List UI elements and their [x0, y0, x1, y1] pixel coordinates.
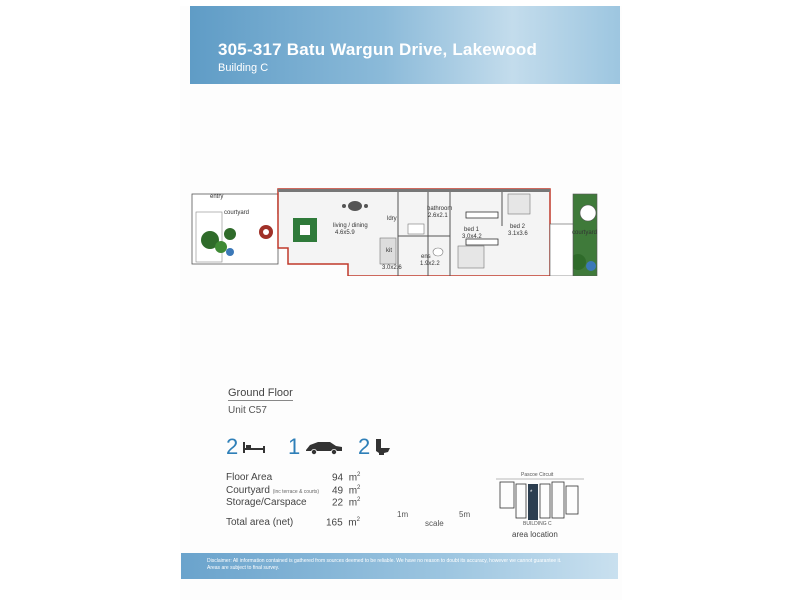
floor-area-row: Floor Area 94 m2 — [226, 472, 360, 483]
car-feature: 1 — [288, 434, 344, 460]
unit-number: Unit C57 — [228, 405, 267, 416]
plant-icon — [201, 231, 219, 249]
location-caption: area location — [512, 530, 558, 539]
plan-label-ens-dim: 1.9x2.2 — [420, 261, 440, 267]
courtyard-label: Courtyard — [226, 485, 270, 496]
storage-row: Storage/Carspace 22 m2 — [226, 497, 360, 508]
building-subtitle: Building C — [218, 62, 269, 74]
courtyard-right — [549, 193, 598, 276]
plan-label-entry: entry — [210, 194, 223, 200]
bedrooms-count: 2 — [226, 434, 239, 459]
disclaimer-bar: Disclaimer: All information contained is… — [181, 553, 618, 579]
floor-plan: entry courtyard living / dining 4.6x5.9 … — [191, 188, 598, 276]
total-area-value: 165 m2 — [326, 517, 360, 529]
scale-5m: 5m — [459, 510, 471, 519]
plan-label-bathroom-dim: 2.6x2.1 — [428, 213, 448, 219]
disclaimer-text-2: Areas are subject to final survey. — [207, 565, 280, 571]
plan-label-bed1: bed 1 — [464, 227, 480, 233]
toilet-icon — [376, 439, 391, 455]
floor-area-label: Floor Area — [226, 472, 273, 483]
storage-value: 22 m2 — [332, 497, 361, 509]
courtyard-note: (inc terrace & courts) — [272, 489, 320, 495]
courtyard-value: 49 m2 — [332, 485, 361, 497]
car-count: 1 — [288, 434, 301, 459]
header-banner: 305-317 Batu Wargun Drive, Lakewood Buil… — [190, 6, 620, 84]
storage-label: Storage/Carspace — [226, 497, 307, 508]
plan-label-bed1-dim: 3.0x4.2 — [462, 234, 482, 240]
plan-label-bed2: bed 2 — [510, 224, 526, 230]
bedrooms-feature: 2 — [226, 434, 266, 460]
plan-label-living-dim: 4.6x5.9 — [335, 230, 355, 236]
brochure-page — [180, 6, 622, 600]
location-map: * — [496, 478, 584, 520]
scale-1m: 1m — [397, 510, 409, 519]
floor-level: Ground Floor — [228, 387, 293, 401]
plan-label-ldry: ldry — [387, 216, 397, 222]
plan-label-courtyard-left: courtyard — [224, 210, 249, 216]
plan-label-kitchen: kit — [386, 248, 392, 254]
bed-icon — [243, 442, 266, 453]
bathrooms-count: 2 — [358, 434, 371, 459]
total-area-label: Total area (net) — [226, 517, 294, 528]
unit-body — [277, 188, 551, 276]
page-title: 305-317 Batu Wargun Drive, Lakewood — [218, 40, 538, 59]
car-icon — [306, 442, 343, 455]
plan-label-living: living / dining — [333, 223, 368, 229]
plan-label-bathroom: bathroom — [427, 206, 452, 212]
plan-label-bed2-dim: 3.1x3.6 — [508, 231, 528, 237]
location-street: Pascoe Circuit — [521, 472, 554, 478]
plan-label-kitchen-dim: 3.0x2.6 — [382, 265, 402, 271]
bathrooms-feature: 2 — [358, 434, 392, 460]
svg-text:*: * — [530, 490, 533, 496]
plan-label-ens: ens — [421, 254, 431, 260]
scale-label: scale — [425, 519, 444, 528]
total-area-row: Total area (net) 165 m2 — [226, 517, 360, 528]
courtyard-left — [191, 193, 279, 265]
location-building: BUILDING C — [523, 521, 552, 527]
courtyard-row: Courtyard (inc terrace & courts) 49 m2 — [226, 485, 360, 496]
disclaimer-text: Disclaimer: All information contained is… — [207, 558, 562, 564]
plan-label-courtyard-right: courtyard — [572, 230, 597, 236]
floor-area-value: 94 m2 — [332, 472, 361, 484]
